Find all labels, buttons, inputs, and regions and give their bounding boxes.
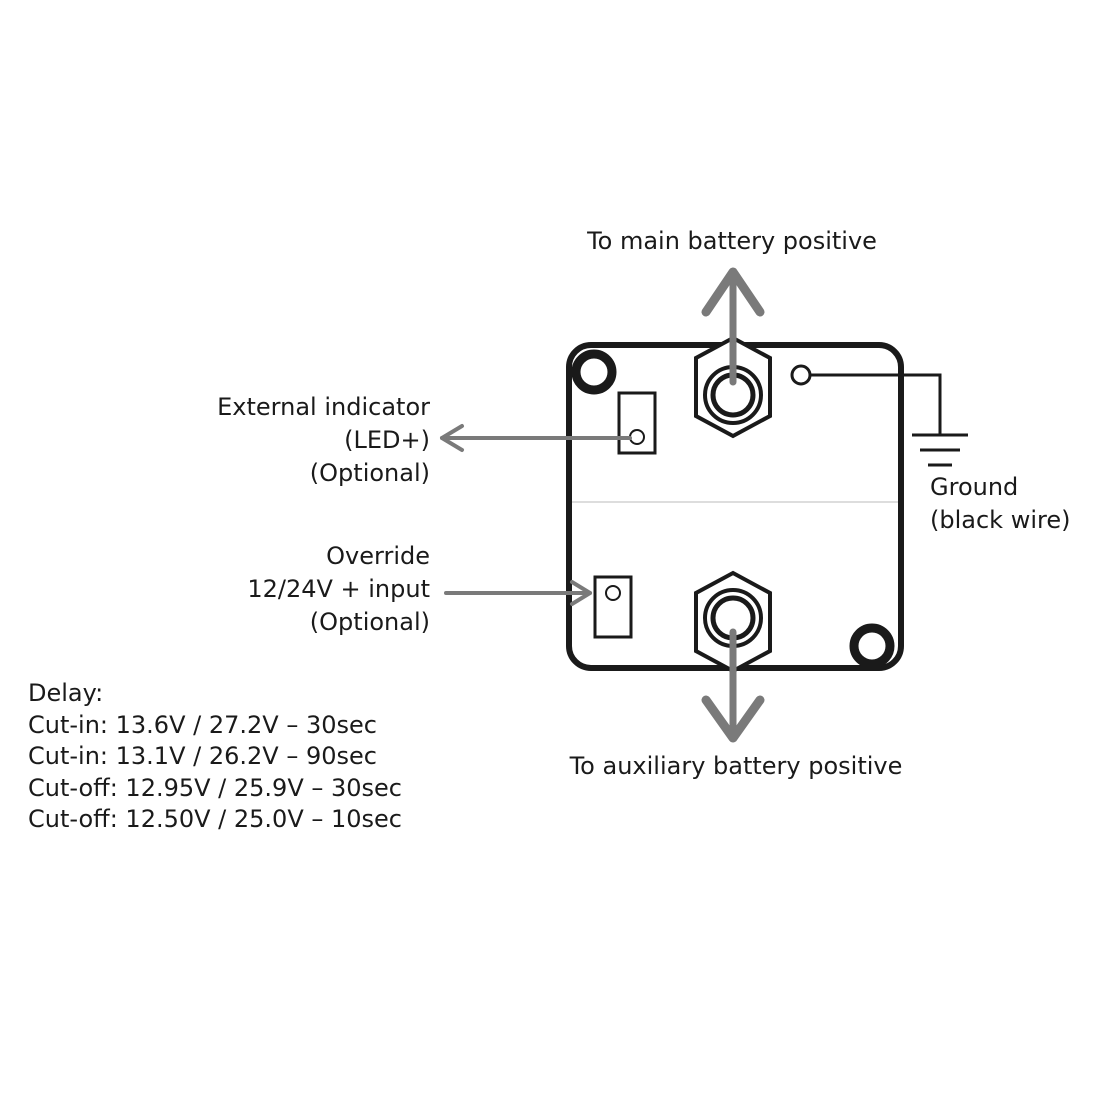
delay-title: Delay: bbox=[28, 679, 104, 707]
arrow-to-led bbox=[440, 424, 632, 452]
delay-specs: Delay: Cut-in: 13.6V / 27.2V – 30sec Cut… bbox=[28, 678, 402, 836]
main-battery-label-text: To main battery positive bbox=[587, 227, 877, 255]
ground-wire bbox=[810, 373, 942, 435]
ground-line-1: Ground bbox=[930, 473, 1019, 501]
delay-line: Cut-off: 12.95V / 25.9V – 30sec bbox=[28, 773, 403, 802]
aux-battery-terminal bbox=[694, 570, 772, 674]
ext-indicator-line-1: External indicator bbox=[217, 393, 430, 421]
arrow-to-main-battery bbox=[701, 267, 765, 386]
override-connector bbox=[593, 575, 633, 639]
ground-terminal bbox=[790, 364, 812, 386]
arrow-override-input bbox=[444, 580, 592, 606]
ground-line-2: (black wire) bbox=[930, 506, 1071, 534]
ext-indicator-line-2: (LED+) bbox=[344, 426, 430, 454]
delay-line: Cut-off: 12.50V / 25.0V – 10sec bbox=[28, 805, 403, 833]
ext-indicator-label: External indicator (LED+) (Optional) bbox=[130, 391, 430, 490]
ground-label: Ground (black wire) bbox=[930, 471, 1070, 537]
override-line-1: Override bbox=[326, 542, 430, 570]
override-label: Override 12/24V + input (Optional) bbox=[130, 540, 430, 639]
mounting-hole-top-left bbox=[571, 349, 617, 395]
ground-symbol bbox=[912, 433, 968, 467]
delay-line: Cut-in: 13.6V / 27.2V – 30sec bbox=[28, 710, 377, 739]
led-connector bbox=[617, 391, 657, 455]
mounting-hole-bottom-right bbox=[849, 623, 895, 669]
aux-battery-label-text: To auxiliary battery positive bbox=[569, 752, 903, 780]
arrow-to-aux-battery bbox=[701, 628, 765, 743]
main-battery-terminal bbox=[694, 335, 772, 439]
override-line-2: 12/24V + input bbox=[247, 575, 430, 603]
delay-line: Cut-in: 13.1V / 26.2V – 90sec bbox=[28, 742, 377, 770]
aux-battery-label: To auxiliary battery positive bbox=[486, 750, 986, 783]
main-battery-label: To main battery positive bbox=[532, 225, 932, 258]
override-line-3: (Optional) bbox=[309, 608, 430, 636]
ext-indicator-line-3: (Optional) bbox=[309, 459, 430, 487]
